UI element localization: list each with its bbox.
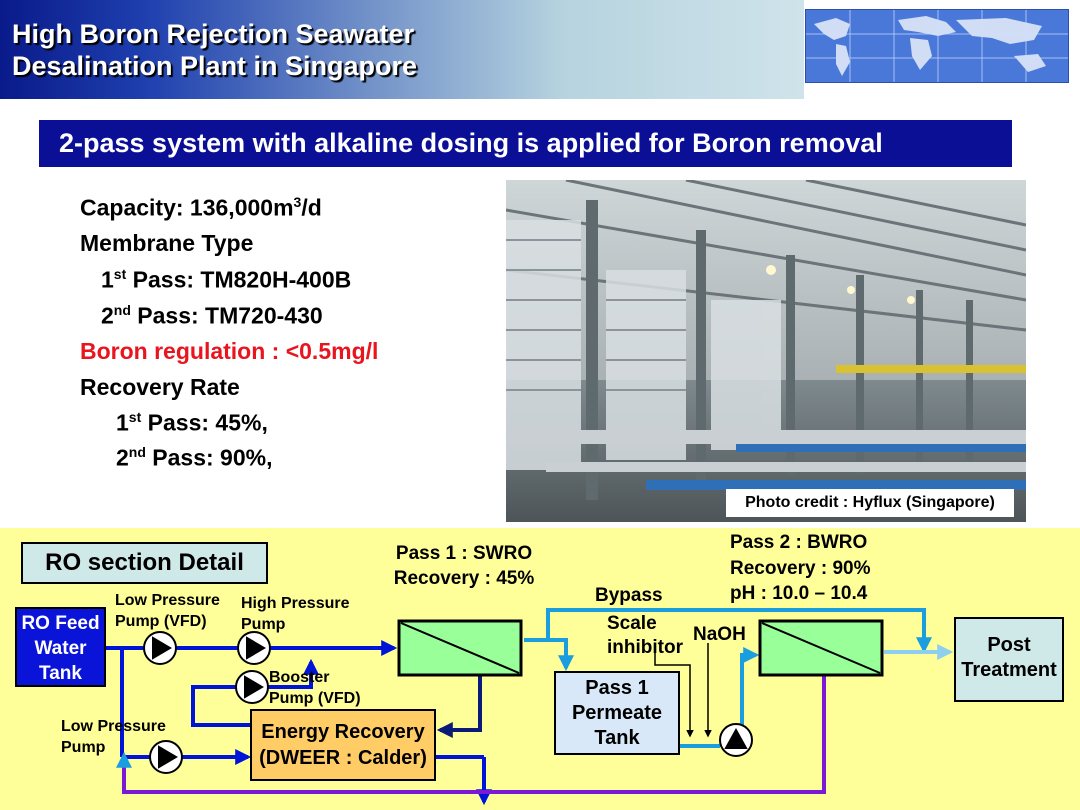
return-line [116,676,826,794]
membrane-type-label: Membrane Type [80,230,254,256]
energy-recovery-box: Energy Recovery (DWEER : Calder) [250,709,436,781]
membrane-pass1: 1st Pass: TM820H-400B [101,266,352,293]
hp-pump-label: High Pressure Pump [241,595,350,633]
subtitle-banner: 2-pass system with alkaline dosing is ap… [39,120,1012,167]
dosing-lines [654,643,712,738]
booster-pump [235,670,269,704]
naoh-label: NaOH [693,624,746,645]
pass1-membrane [397,619,523,677]
pass1-label: Pass 1 : SWRO Recovery : 45% [393,543,535,589]
hp-pump [237,631,271,665]
capacity-line: Capacity: 136,000m3/d [80,194,322,221]
slide-title: High Boron Rejection Seawater Desalinati… [12,19,418,81]
brine-line [436,676,482,738]
scale-inhibitor-label: Scale inhibitor [607,613,683,658]
feed-tank: RO Feed Water Tank [15,607,106,687]
recovery-rate-label: Recovery Rate [80,374,240,400]
title-bar [0,0,804,99]
pass2-feed-pump [719,723,753,757]
membrane-pass2: 2nd Pass: TM720-430 [101,302,323,329]
pass2-membrane [758,619,884,677]
lp-pump-vfd [143,631,177,665]
boron-regulation: Boron regulation : <0.5mg/l [80,338,379,364]
world-map-graphic [805,9,1069,83]
recovery-pass2: 2nd Pass: 90%, [116,444,273,471]
recovery-pass1: 1st Pass: 45%, [116,409,268,436]
booster-pump-label: Booster Pump (VFD) [269,669,361,707]
photo-credit: Photo credit : Hyflux (Singapore) [726,489,1014,517]
pass2-label: Pass 2 : BWRO Recovery : 90% pH : 10.0 –… [730,532,871,604]
post-treatment-box: Post Treatment [954,617,1064,702]
lp-pump-vfd-label: Low Pressure Pump (VFD) [115,592,220,630]
lp-pump-label: Low Pressure Pump [61,718,166,756]
lp-pump [149,740,183,774]
permeate-tank: Pass 1 Permeate Tank [554,671,680,755]
bypass-label: Bypass [595,585,663,606]
ro-section-label: RO section Detail [21,542,268,584]
feed-lines [106,640,492,806]
